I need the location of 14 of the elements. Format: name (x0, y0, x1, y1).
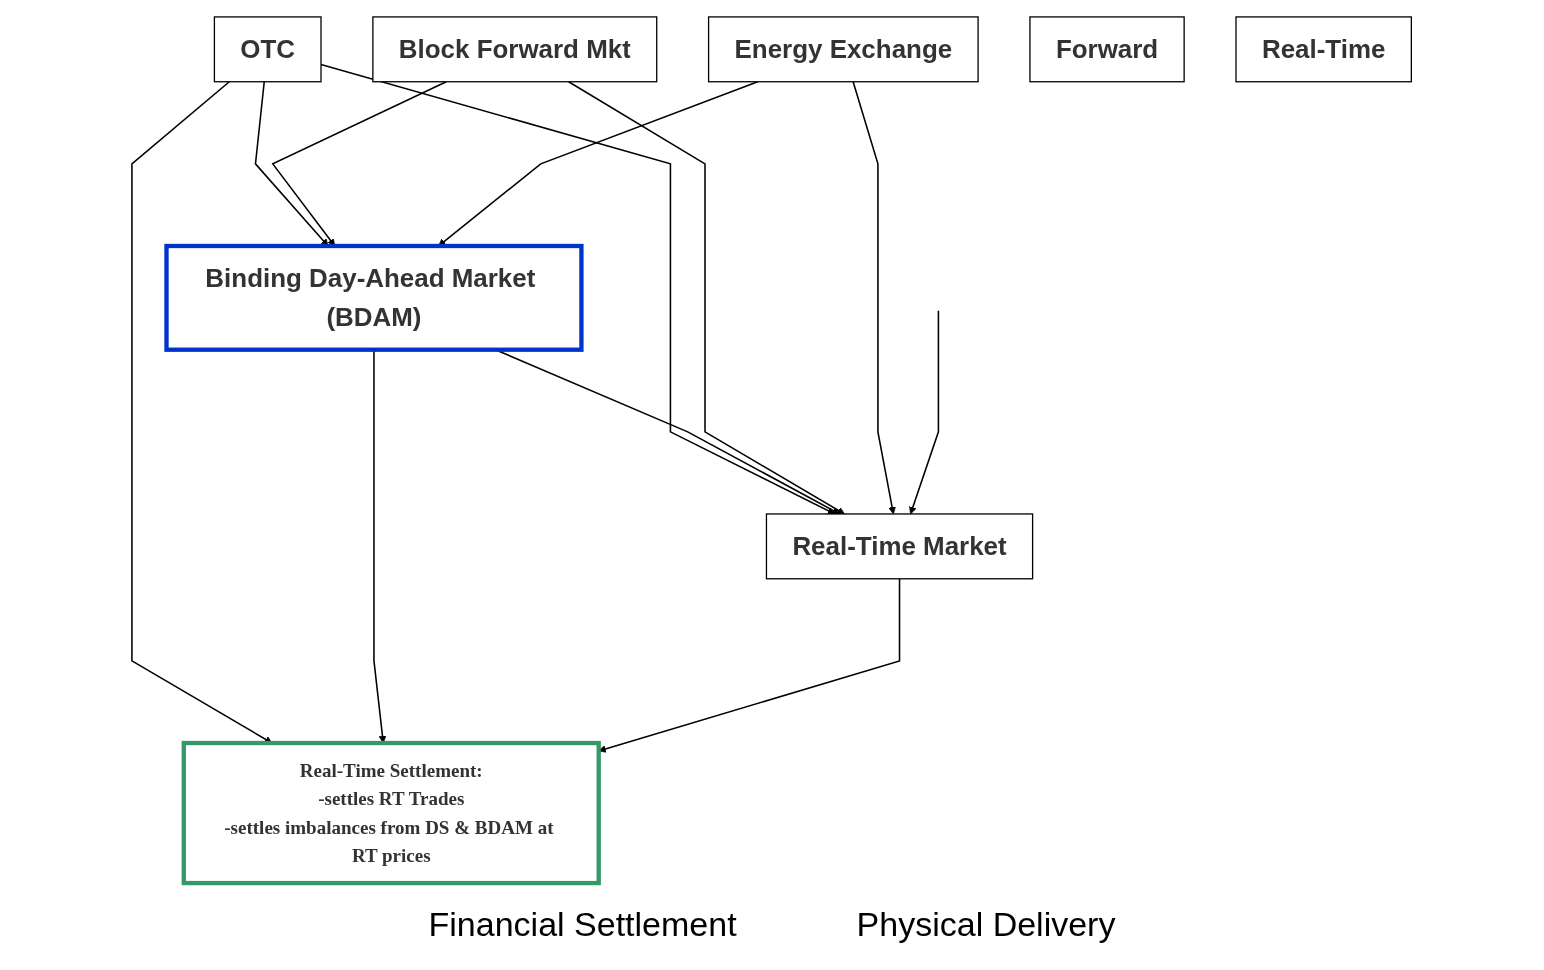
arrow (852, 80, 897, 515)
node-box: Real-Time (1235, 16, 1413, 83)
node-box: Energy Exchange (708, 16, 980, 83)
node-box: Binding Day-Ahead Market (BDAM) (164, 243, 584, 352)
node-box: OTC (214, 16, 322, 83)
node-box: Real-Time Market (766, 513, 1034, 580)
region-label: Financial Settlement (428, 905, 737, 944)
arrow (598, 578, 901, 753)
region-label: Physical Delivery (856, 905, 1116, 944)
node-box: Block Forward Mkt (372, 16, 658, 83)
node-box: Real-Time Settlement: -settles RT Trades -settles imbalances from DS & BDAM at RT prices (182, 740, 602, 886)
arrow (909, 310, 940, 515)
node-box: Forward (1029, 16, 1186, 83)
arrow (568, 80, 846, 515)
